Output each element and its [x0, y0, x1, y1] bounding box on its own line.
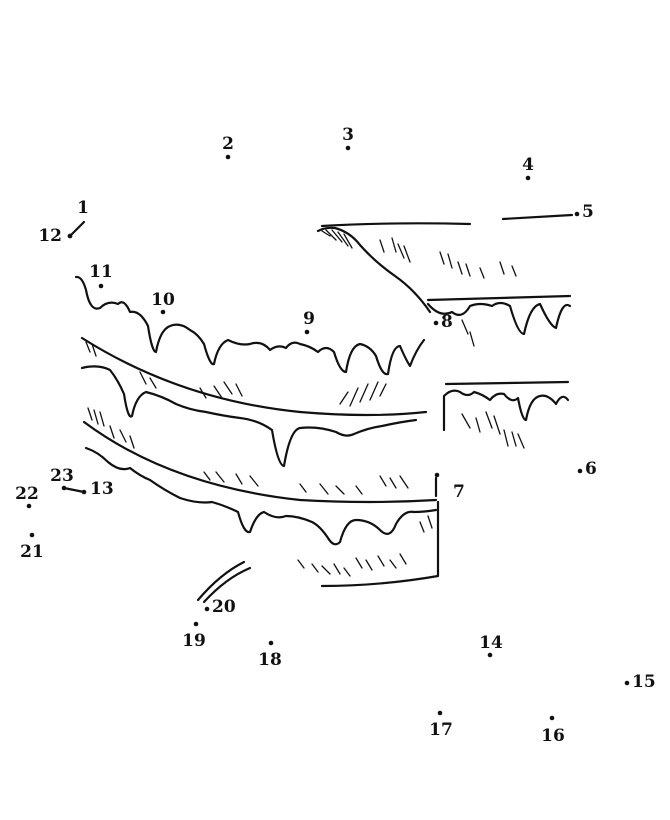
dot-point-13: 13 — [81, 479, 114, 499]
dot-number-label: 14 — [479, 633, 503, 653]
tier1-base-curve — [80, 336, 428, 417]
tier3-drips — [84, 446, 438, 546]
dot-marker — [160, 309, 166, 315]
dot-marker — [225, 154, 231, 160]
dot-number-label: 17 — [429, 720, 453, 740]
dot-number-label: 21 — [20, 542, 44, 562]
dot-marker — [98, 283, 104, 289]
dot-number-label: 7 — [453, 482, 465, 502]
dot-point-8: 8 — [433, 312, 453, 332]
dot-point-20: 20 — [204, 597, 236, 617]
dot-point-16: 16 — [541, 715, 565, 746]
tier3-hatch — [297, 515, 433, 577]
top-wedge-outline — [316, 226, 432, 314]
dot-point-18: 18 — [258, 640, 282, 670]
dot-point-7: 7 — [434, 472, 465, 502]
dot-number-label: 12 — [38, 226, 62, 246]
dot-number-label: 10 — [151, 290, 175, 310]
dot-number-label: 19 — [182, 631, 206, 651]
tier2-base-curve — [82, 420, 438, 504]
dot-point-17: 17 — [429, 710, 453, 740]
dot-point-3: 3 — [342, 125, 354, 151]
dot-marker — [67, 233, 73, 239]
slanted-line-a — [196, 560, 246, 602]
segment-12-1 — [70, 220, 86, 236]
dot-marker — [345, 145, 351, 151]
dot-number-label: 6 — [585, 459, 597, 479]
tier1-right-top — [426, 294, 572, 302]
dot-number-label: 2 — [222, 134, 234, 154]
dot-point-5: 5 — [574, 202, 594, 222]
segment-23-13 — [62, 486, 86, 494]
tier1-left-drips — [74, 275, 426, 376]
dot-number-label: 11 — [89, 262, 113, 282]
dot-marker — [81, 489, 87, 495]
dot-marker — [433, 320, 439, 326]
dot-point-6: 6 — [577, 459, 597, 479]
dot-marker — [487, 652, 493, 658]
dot-marker — [268, 640, 274, 646]
dot-number-label: 9 — [303, 309, 315, 329]
dot-marker — [204, 606, 210, 612]
tier2-right-drips — [442, 389, 570, 432]
dot-point-14: 14 — [479, 633, 503, 658]
dot-number-label: 22 — [15, 484, 39, 504]
dot-number-label: 16 — [541, 726, 565, 746]
dot-point-1: 1 — [67, 198, 89, 239]
cake-right-edge — [320, 476, 440, 588]
dot-point-4: 4 — [522, 155, 534, 181]
dot-marker — [577, 468, 583, 474]
dot-point-15: 15 — [624, 672, 656, 692]
dot-number-label: 20 — [212, 597, 236, 617]
dot-number-label: 1 — [77, 198, 89, 218]
dot-number-label: 23 — [50, 466, 74, 486]
tier2-right-hatch — [461, 411, 525, 449]
top-edge-right — [501, 213, 574, 221]
dot-marker — [304, 329, 310, 335]
dot-point-22: 22 — [15, 484, 39, 509]
dot-number-label: 5 — [582, 202, 594, 222]
tier1-right-drips — [426, 301, 572, 336]
dot-marker — [574, 211, 580, 217]
dot-point-21: 21 — [20, 532, 44, 562]
tier2-right-top — [444, 380, 570, 386]
top-wedge-hatch — [321, 229, 517, 279]
dot-marker — [549, 715, 555, 721]
tier1-right-hatch — [461, 319, 475, 347]
dot-point-12: 12 — [38, 226, 73, 246]
dot-marker — [29, 532, 35, 538]
dot-point-11: 11 — [89, 262, 113, 289]
top-edge-mid — [320, 222, 472, 228]
dot-point-2: 2 — [222, 134, 234, 160]
slanted-line-b — [202, 566, 252, 604]
dot-point-10: 10 — [151, 290, 175, 315]
tier1-hatch — [85, 341, 387, 407]
line-art — [62, 213, 574, 604]
dot-point-23: 23 — [50, 466, 74, 491]
dot-number-label: 4 — [522, 155, 534, 175]
dot-number-label: 15 — [632, 672, 656, 692]
dot-marker — [624, 680, 630, 686]
dot-number-label: 8 — [441, 312, 453, 332]
dot-marker — [61, 485, 67, 491]
tier2-left-drips — [80, 365, 418, 468]
dot-number-label: 3 — [342, 125, 354, 145]
dot-number-label: 13 — [90, 479, 114, 499]
dot-point-9: 9 — [303, 309, 315, 335]
dot-point-19: 19 — [182, 621, 206, 651]
dot-marker — [193, 621, 199, 627]
dot-marker — [525, 175, 531, 181]
dot-marker — [437, 710, 443, 716]
dot-number-label: 18 — [258, 650, 282, 670]
dot-marker — [26, 503, 32, 509]
dot-marker — [434, 472, 440, 478]
tier2-hatch — [87, 407, 409, 495]
